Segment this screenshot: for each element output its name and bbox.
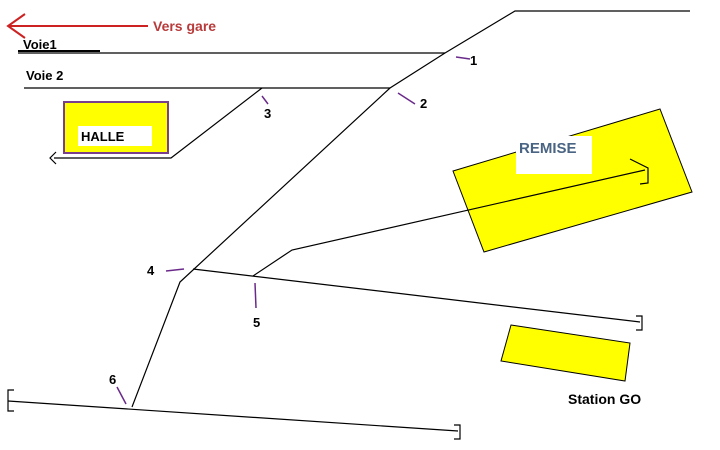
switch-4-marker xyxy=(165,268,185,272)
tracks xyxy=(7,10,690,440)
switch-1-marker xyxy=(455,56,471,60)
switch-6-marker xyxy=(116,386,127,405)
halle-label: HALLE xyxy=(81,129,125,144)
voie2-label: Voie 2 xyxy=(26,68,63,83)
halle-building: HALLE xyxy=(63,101,169,154)
switch-6-number: 6 xyxy=(109,372,116,387)
switch-5-marker xyxy=(254,282,257,309)
switch-5-number: 5 xyxy=(253,315,260,330)
track-branch-4 xyxy=(192,268,641,323)
direction-arrow xyxy=(6,13,148,39)
station-go-label: Station GO xyxy=(568,391,641,407)
remise-label: REMISE xyxy=(519,140,577,157)
remise-building: REMISE xyxy=(452,108,693,253)
switch-markers xyxy=(116,56,471,405)
switch-2-marker xyxy=(397,92,416,105)
switch-4-number: 4 xyxy=(147,263,155,278)
buffer-bottom-right xyxy=(454,424,461,440)
track-remise xyxy=(252,169,646,277)
track-main-diagonal xyxy=(131,10,690,408)
switch-3-marker xyxy=(261,95,269,105)
switch-3-number: 3 xyxy=(264,106,271,121)
buffer-remise xyxy=(629,158,649,185)
buffer-branch-4 xyxy=(636,315,643,331)
station-go-building xyxy=(500,324,631,382)
track-bottom xyxy=(7,400,459,432)
track-halle-siding xyxy=(54,87,263,159)
switch-2-number: 2 xyxy=(420,96,427,111)
switch-1-number: 1 xyxy=(470,53,477,68)
halle-buffer xyxy=(49,151,57,165)
buffer-bottom-left xyxy=(7,389,14,412)
voie1-label: Voie1 xyxy=(23,37,57,52)
vers-gare-label: Vers gare xyxy=(153,18,216,34)
